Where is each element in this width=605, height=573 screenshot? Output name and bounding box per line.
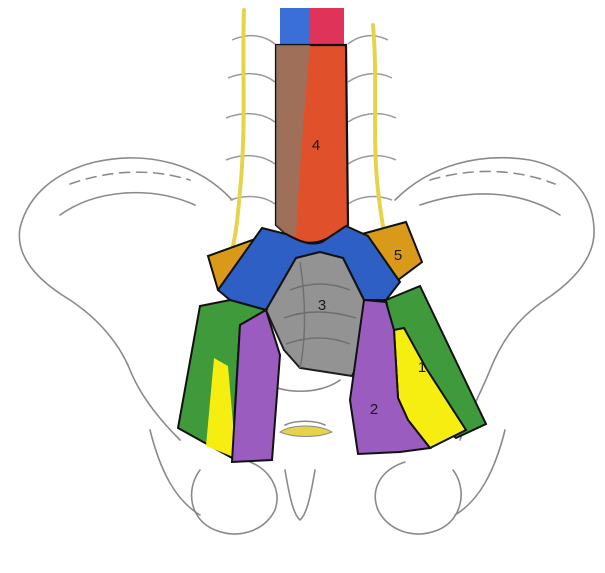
zone-1-label: 1 — [418, 359, 426, 376]
zone-3-label: 3 — [318, 297, 326, 314]
zone-4-label: 4 — [312, 137, 320, 154]
zone-2-label: 2 — [370, 401, 378, 418]
zone-5-label: 5 — [394, 247, 402, 264]
inferior-vena-cava-top — [280, 8, 310, 48]
aorta-top — [310, 8, 344, 48]
left-zone-2-purple — [232, 310, 280, 462]
